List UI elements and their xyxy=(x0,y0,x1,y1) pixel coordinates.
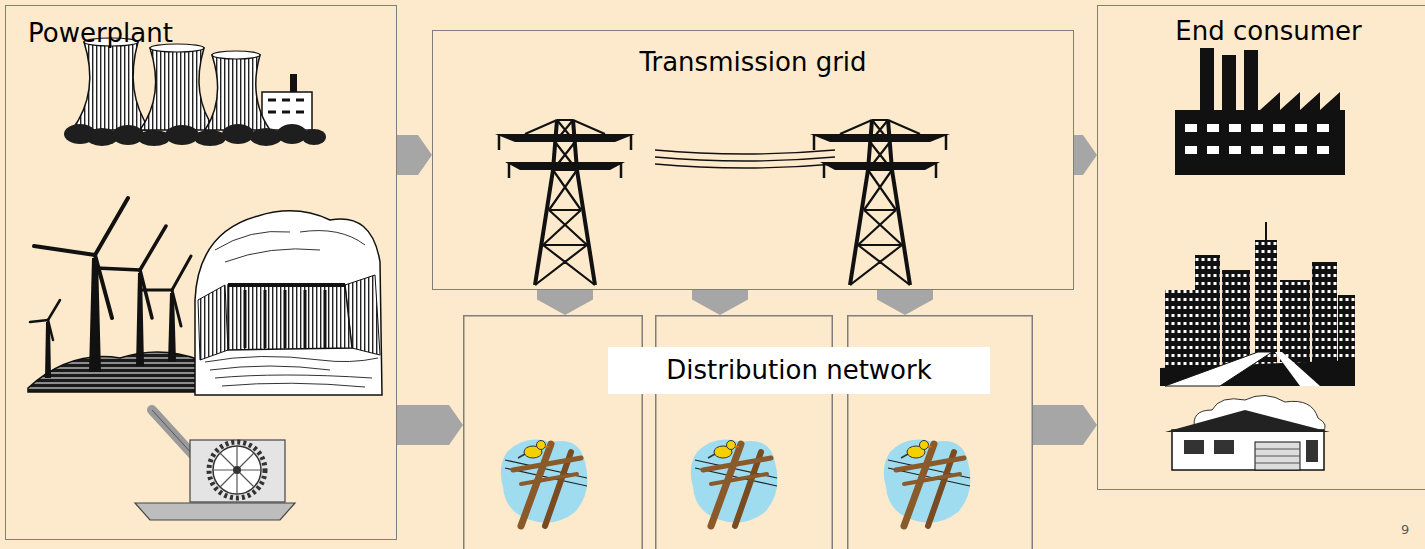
stage-box: Transmission grid xyxy=(432,30,1074,290)
transmission-pylons xyxy=(495,120,950,285)
hydro-dam xyxy=(195,211,382,395)
block-arrow xyxy=(1033,405,1097,445)
block-arrow xyxy=(537,290,593,315)
stage-box: End consumer xyxy=(1097,5,1425,490)
block-arrow xyxy=(692,290,748,315)
page-number: 9 xyxy=(1401,522,1409,537)
band-label: Distribution network xyxy=(608,347,990,394)
factory-icon xyxy=(1175,48,1345,175)
wind-turbines xyxy=(28,198,200,392)
box-title: End consumer xyxy=(1110,16,1425,47)
box-title: Powerplant xyxy=(28,18,374,49)
block-arrow xyxy=(877,290,933,315)
water-wheel xyxy=(135,410,295,520)
utility-poles xyxy=(501,440,971,526)
block-arrow xyxy=(397,405,463,445)
block-arrow xyxy=(1074,135,1097,175)
box-title: Transmission grid xyxy=(445,47,1061,78)
block-arrow xyxy=(397,135,432,175)
network-group: Distribution network xyxy=(463,315,1033,549)
house-icon xyxy=(1165,395,1330,470)
stage-box: Powerplant xyxy=(5,5,397,540)
cooling-towers xyxy=(64,38,326,146)
city-icon xyxy=(1160,222,1355,386)
